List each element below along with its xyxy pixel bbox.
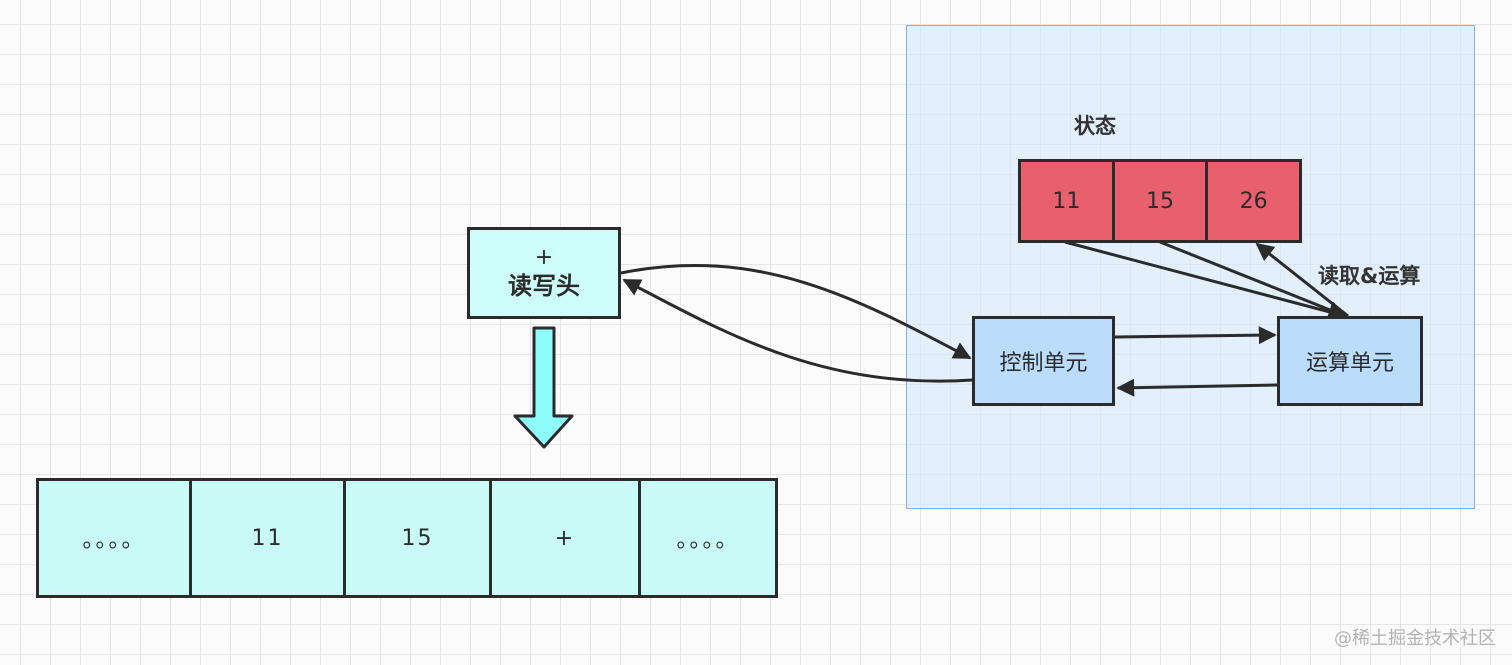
- tape-cell: 11: [192, 481, 346, 595]
- connector-state2-to-alu: [1159, 240, 1347, 319]
- read-write-head-box: + 读写头: [467, 227, 621, 319]
- head-label: 读写头: [508, 272, 580, 300]
- connector-control-to-alu: [1114, 326, 1277, 345]
- connector-alu-to-state3: [1255, 242, 1349, 318]
- state-cell: 11: [1021, 162, 1115, 240]
- tape-cell: +: [492, 481, 641, 595]
- state-register: 11 15 26: [1018, 159, 1302, 243]
- connector-control-to-head: [622, 278, 973, 383]
- tape: 。。。。 11 15 + 。。。。: [36, 478, 778, 598]
- state-cell: 26: [1239, 188, 1268, 214]
- alu-box: 运算单元: [1277, 316, 1423, 406]
- operation-label: 读取&运算: [1318, 264, 1421, 288]
- tape-cell: 。。。。: [39, 481, 192, 595]
- tape-cell: 15: [346, 481, 492, 595]
- head-symbol: +: [534, 245, 554, 270]
- watermark: @稀土掘金技术社区: [1334, 628, 1496, 649]
- state-cell: 15: [1115, 162, 1209, 240]
- control-unit-box: 控制单元: [972, 316, 1115, 406]
- state-label: 状态: [1074, 114, 1116, 138]
- connector-alu-to-control: [1116, 378, 1278, 397]
- connector-head-to-control: [620, 264, 972, 360]
- control-region: [906, 25, 1475, 509]
- tape-cell: 。。。。: [676, 528, 740, 553]
- connector-state1-to-alu: [1064, 240, 1347, 321]
- down-arrow-icon: [513, 326, 574, 449]
